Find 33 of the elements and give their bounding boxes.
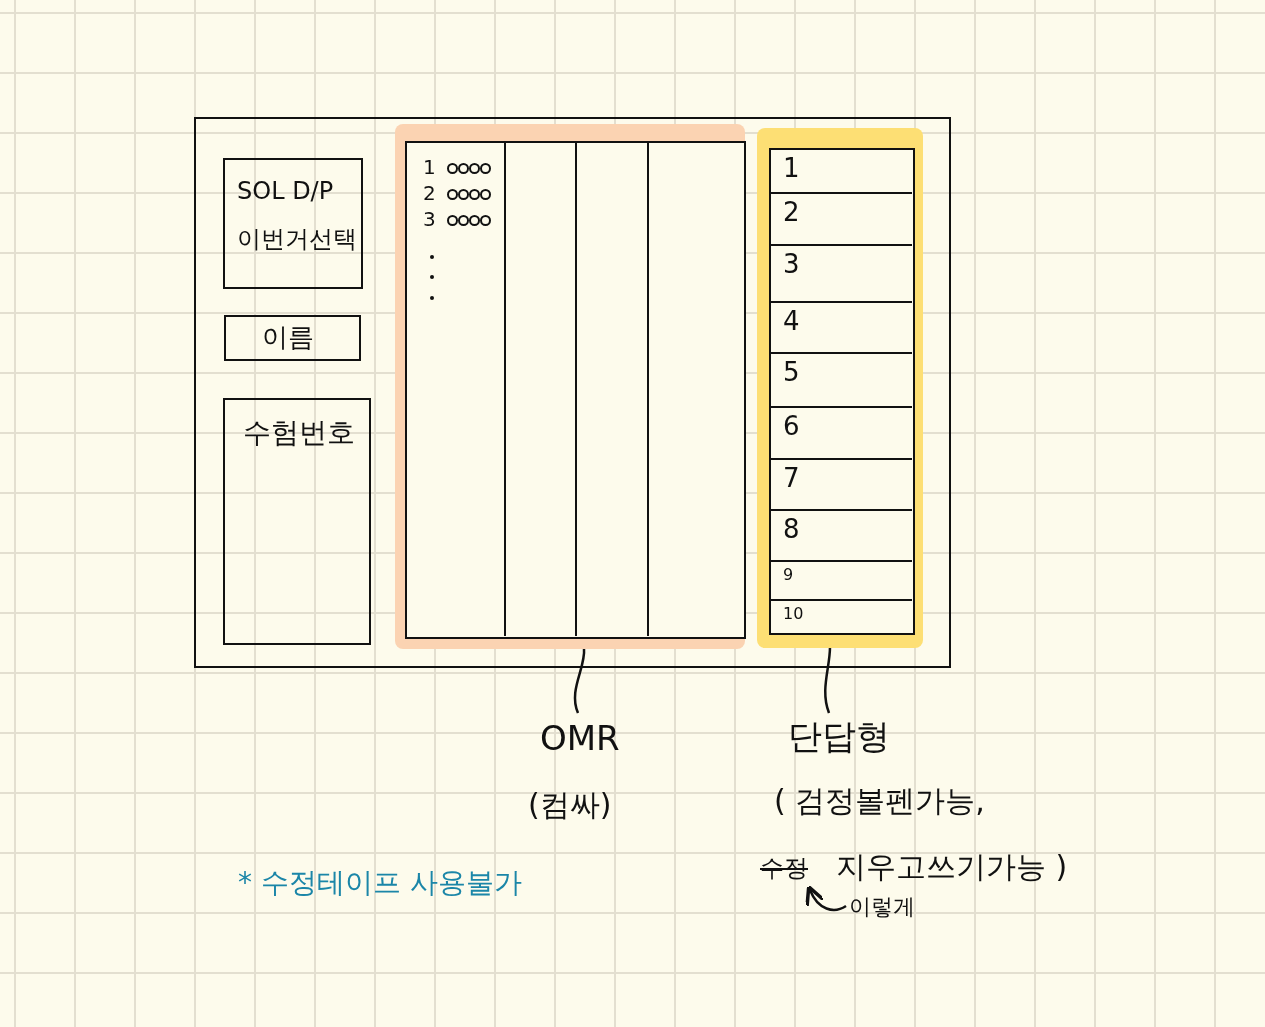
box-label: 이번거선택 [237, 226, 357, 253]
row-number: 5 [783, 358, 800, 387]
form-box [223, 398, 371, 645]
label-text: 이렇게 [849, 895, 915, 920]
label-text: (컴싸) [528, 788, 612, 821]
row-number: 1 [783, 154, 800, 183]
short-answer-area [757, 128, 923, 648]
leader-line [573, 647, 586, 714]
form-box [223, 158, 363, 289]
label-text: 지우고쓰기가능 ) [836, 850, 1068, 883]
question-number: 2 [423, 182, 436, 204]
box-label: 수험번호 [243, 418, 355, 449]
name-field [224, 315, 361, 361]
row-number: 7 [783, 464, 800, 493]
question-number: 3 [423, 208, 436, 230]
question-number: 1 [423, 156, 436, 178]
answer-sheet [194, 117, 951, 668]
label-text: OMR [540, 720, 620, 758]
row-number: 10 [783, 605, 804, 623]
label-text: ( 검정볼펜가능, [774, 784, 985, 817]
row-number: 2 [783, 198, 800, 227]
row-number: 8 [783, 515, 800, 544]
row-number: 6 [783, 412, 800, 441]
row-number: 9 [783, 566, 794, 584]
row-number: 4 [783, 307, 800, 336]
row-number: 3 [783, 250, 800, 279]
warning-note: * 수정테이프 사용불가 [238, 868, 522, 899]
struck-word: 수정 [760, 855, 808, 882]
leader-line [824, 646, 832, 714]
arrow [806, 885, 847, 911]
box-label: SOL D/P [237, 178, 334, 205]
label-text: 단답형 [788, 718, 890, 756]
box-label: 이름 [262, 323, 314, 352]
